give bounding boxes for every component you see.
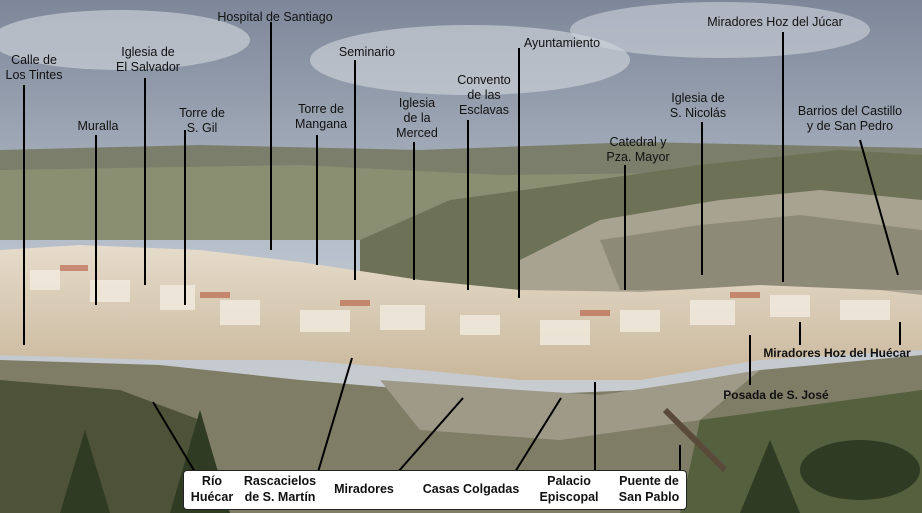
label-muralla: Muralla xyxy=(77,119,119,133)
label-iglesia-s-nicolas: Iglesia de S. Nicolás xyxy=(669,91,727,120)
leader-lines xyxy=(23,22,901,473)
label-iglesia-la-merced: Iglesia de la Merced xyxy=(396,96,438,140)
label-iglesia-el-salvador: Iglesia de El Salvador xyxy=(116,45,180,74)
label-convento-esclavas: Convento de las Esclavas xyxy=(457,73,511,117)
label-ayuntamiento: Ayuntamiento xyxy=(523,36,601,50)
label-casas-colgadas: Casas Colgadas xyxy=(422,482,520,496)
label-seminario: Seminario xyxy=(338,45,396,59)
label-barrios-castillo: Barrios del Castillo y de San Pedro xyxy=(797,104,903,133)
label-puente-san-pablo: Puente de San Pablo xyxy=(618,474,680,504)
label-catedral: Catedral y Pza. Mayor xyxy=(606,135,670,164)
label-calle-los-tintes: Calle de Los Tintes xyxy=(5,53,63,82)
label-miradores-jucar: Miradores Hoz del Júcar xyxy=(707,15,843,29)
label-torre-mangana: Torre de Mangana xyxy=(294,102,348,131)
label-miradores: Miradores xyxy=(334,482,394,496)
bottom-labels-box: Río Huécar Rascacielos de S. Martín Mira… xyxy=(183,470,687,510)
label-posada-s-jose: Posada de S. José xyxy=(723,388,829,402)
label-rascacielos: Rascacielos de S. Martín xyxy=(243,474,317,504)
label-palacio-episcopal: Palacio Episcopal xyxy=(539,474,599,504)
label-hospital-santiago: Hospital de Santiago xyxy=(217,10,333,24)
label-miradores-huecar: Miradores Hoz del Huécar xyxy=(763,346,911,360)
label-torre-s-gil: Torre de S. Gil xyxy=(179,106,225,135)
label-rio-huecar: Río Huécar xyxy=(190,474,234,504)
